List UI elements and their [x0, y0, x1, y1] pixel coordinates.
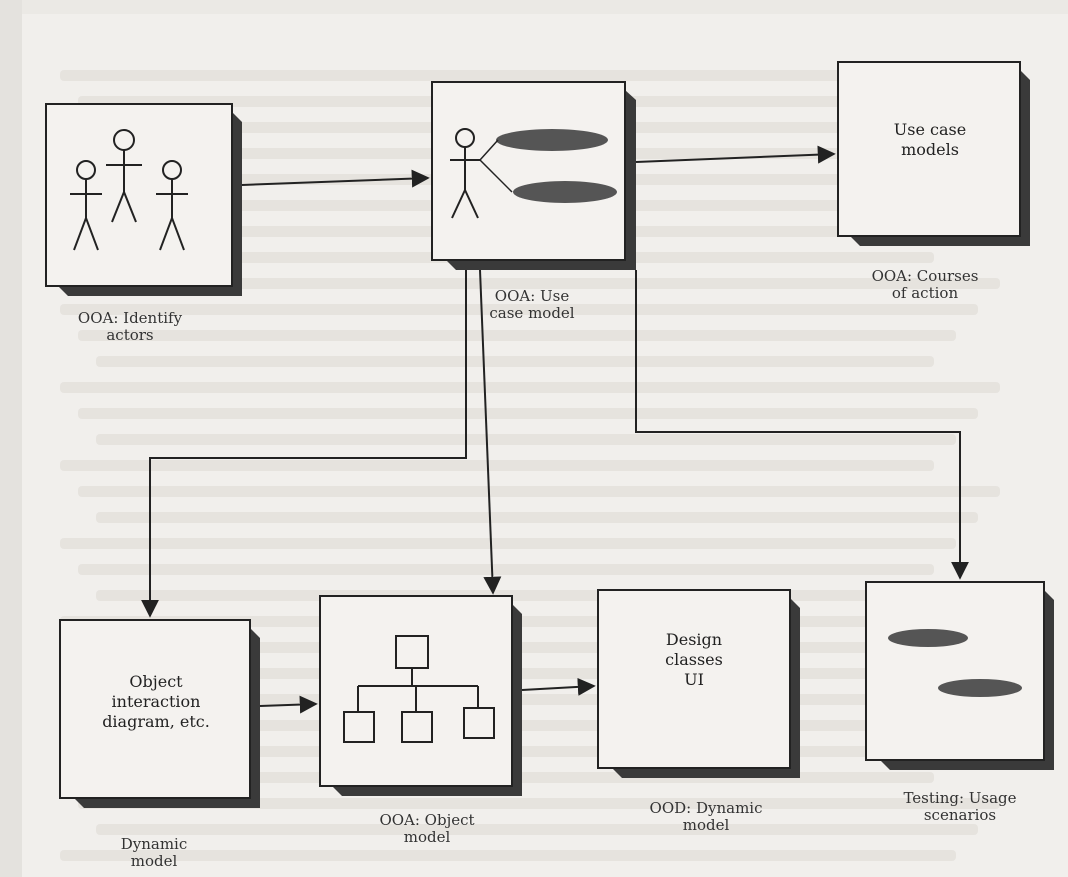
actor-icon [70, 160, 102, 251]
box-object-interaction [59, 619, 260, 808]
box-identify-actors [45, 103, 242, 296]
arrow-use-case-to-object-model [479, 269, 502, 595]
bleed-line [96, 824, 978, 835]
box-object-model [319, 595, 522, 796]
bleed-line [78, 720, 978, 731]
use-case-ellipse [513, 181, 617, 203]
box-label-design-classes: Design classes UI [665, 630, 723, 689]
arrow-object-model-to-design [521, 677, 596, 696]
caption-dynamic-model: Dynamic model [120, 835, 188, 870]
actor-icon [156, 160, 188, 251]
class-hierarchy-icon [343, 635, 495, 743]
bleed-line [96, 512, 978, 523]
bleed-line [96, 746, 956, 757]
bleed-line [78, 408, 978, 419]
arrow-use-case-to-models [635, 145, 836, 164]
box-label-use-case-models: Use case models [893, 120, 967, 159]
bleed-line [60, 694, 1000, 705]
bleed-line [60, 460, 934, 471]
bleed-line [60, 538, 956, 549]
actor-icon [106, 129, 142, 223]
bleed-line [60, 850, 956, 861]
bleed-line [78, 798, 1000, 809]
bleed-line [78, 486, 1000, 497]
caption-object-model: OOA: Object model [379, 811, 475, 846]
bleed-line [96, 278, 1000, 289]
page-top-edge [0, 0, 1068, 14]
association-line [479, 159, 513, 193]
arrow-actors-to-use-case [241, 169, 430, 188]
bleed-line [60, 70, 1000, 81]
arrow-use-case-to-interaction [141, 270, 467, 618]
page-left-edge [0, 0, 22, 877]
use-case-ellipse [496, 129, 608, 151]
bleed-line [96, 434, 956, 445]
association-line [479, 139, 499, 161]
box-testing [865, 581, 1054, 770]
arrow-interaction-to-object-model [259, 695, 318, 714]
caption-courses-of-action: OOA: Courses of action [871, 267, 979, 302]
bleed-line [78, 564, 934, 575]
bleed-line [96, 590, 1000, 601]
caption-ood-dynamic-model: OOD: Dynamic model [649, 799, 763, 834]
box-use-case-model [431, 81, 636, 270]
arrow-use-case-to-testing [635, 270, 969, 580]
use-case-ellipse [888, 629, 968, 647]
box-use-case-models [837, 61, 1030, 246]
bleed-line [60, 304, 978, 315]
caption-use-case-model: OOA: Use case model [489, 287, 575, 322]
bleed-line [78, 330, 956, 341]
box-design-classes [597, 589, 800, 778]
bleed-line [96, 356, 934, 367]
caption-identify-actors: OOA: Identify actors [77, 309, 183, 344]
caption-testing-usage-scenarios: Testing: Usage scenarios [903, 789, 1017, 824]
use-case-ellipse [938, 679, 1022, 697]
box-label-object-interaction: Object interaction diagram, etc. [102, 672, 210, 731]
bleed-line [60, 382, 1000, 393]
actor-icon [450, 128, 480, 219]
